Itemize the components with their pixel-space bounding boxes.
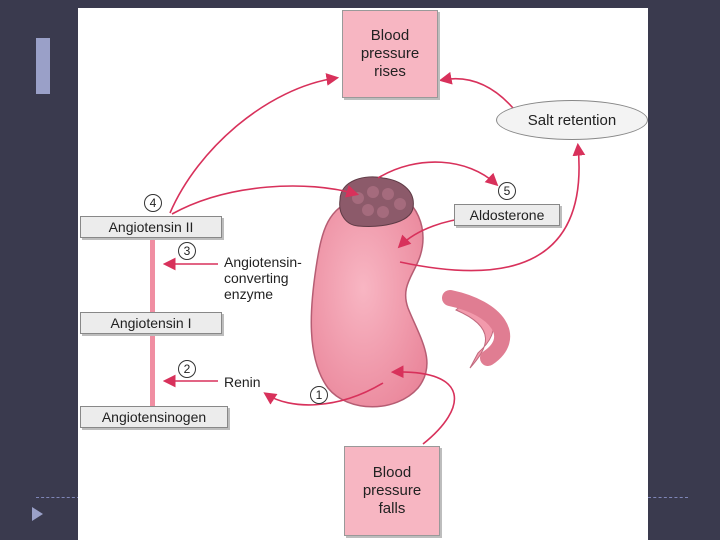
footer-divider-left: [36, 497, 80, 498]
arrow-adrenal-to-aldosterone: [377, 161, 499, 187]
step-3-marker: 3: [178, 242, 196, 260]
slide-accent-bar: [36, 38, 50, 94]
diagram-panel: Blood pressure rises Blood pressure fall…: [78, 8, 648, 540]
raas-diagram: [150, 71, 586, 445]
salt-retention-ellipse: Salt retention: [496, 100, 648, 140]
angiotensinogen-box: Angiotensinogen: [80, 406, 228, 428]
angiotensin-i-box: Angiotensin I: [80, 312, 222, 334]
footer-divider-right: [648, 497, 688, 498]
arrow-bp-falls-to-kidney: [390, 365, 456, 445]
arrow-kidney-to-renin: [263, 382, 384, 406]
step-1-marker: 1: [310, 386, 328, 404]
angiotensin-ii-box: Angiotensin II: [80, 216, 222, 238]
arrow-salt-to-bp-rises: [438, 71, 514, 109]
ace-label-line-2: converting: [224, 270, 289, 286]
step-2-marker: 2: [178, 360, 196, 378]
arrow-kidney-to-salt-retention: [399, 142, 586, 272]
ace-label-line-1: Angiotensin-: [224, 254, 302, 270]
blood-pressure-falls-box: Blood pressure falls: [344, 446, 440, 536]
bullet-arrow-icon: [32, 507, 43, 521]
renin-label: Renin: [224, 374, 261, 390]
arrow-angiotensin-to-bp-rises: [169, 73, 340, 214]
step-4-marker: 4: [144, 194, 162, 212]
step-5-marker: 5: [498, 182, 516, 200]
ace-label-line-3: enzyme: [224, 286, 274, 302]
blood-pressure-rises-box: Blood pressure rises: [342, 10, 438, 98]
arrow-angiotensin-to-adrenal: [171, 185, 360, 215]
aldosterone-box: Aldosterone: [454, 204, 560, 226]
